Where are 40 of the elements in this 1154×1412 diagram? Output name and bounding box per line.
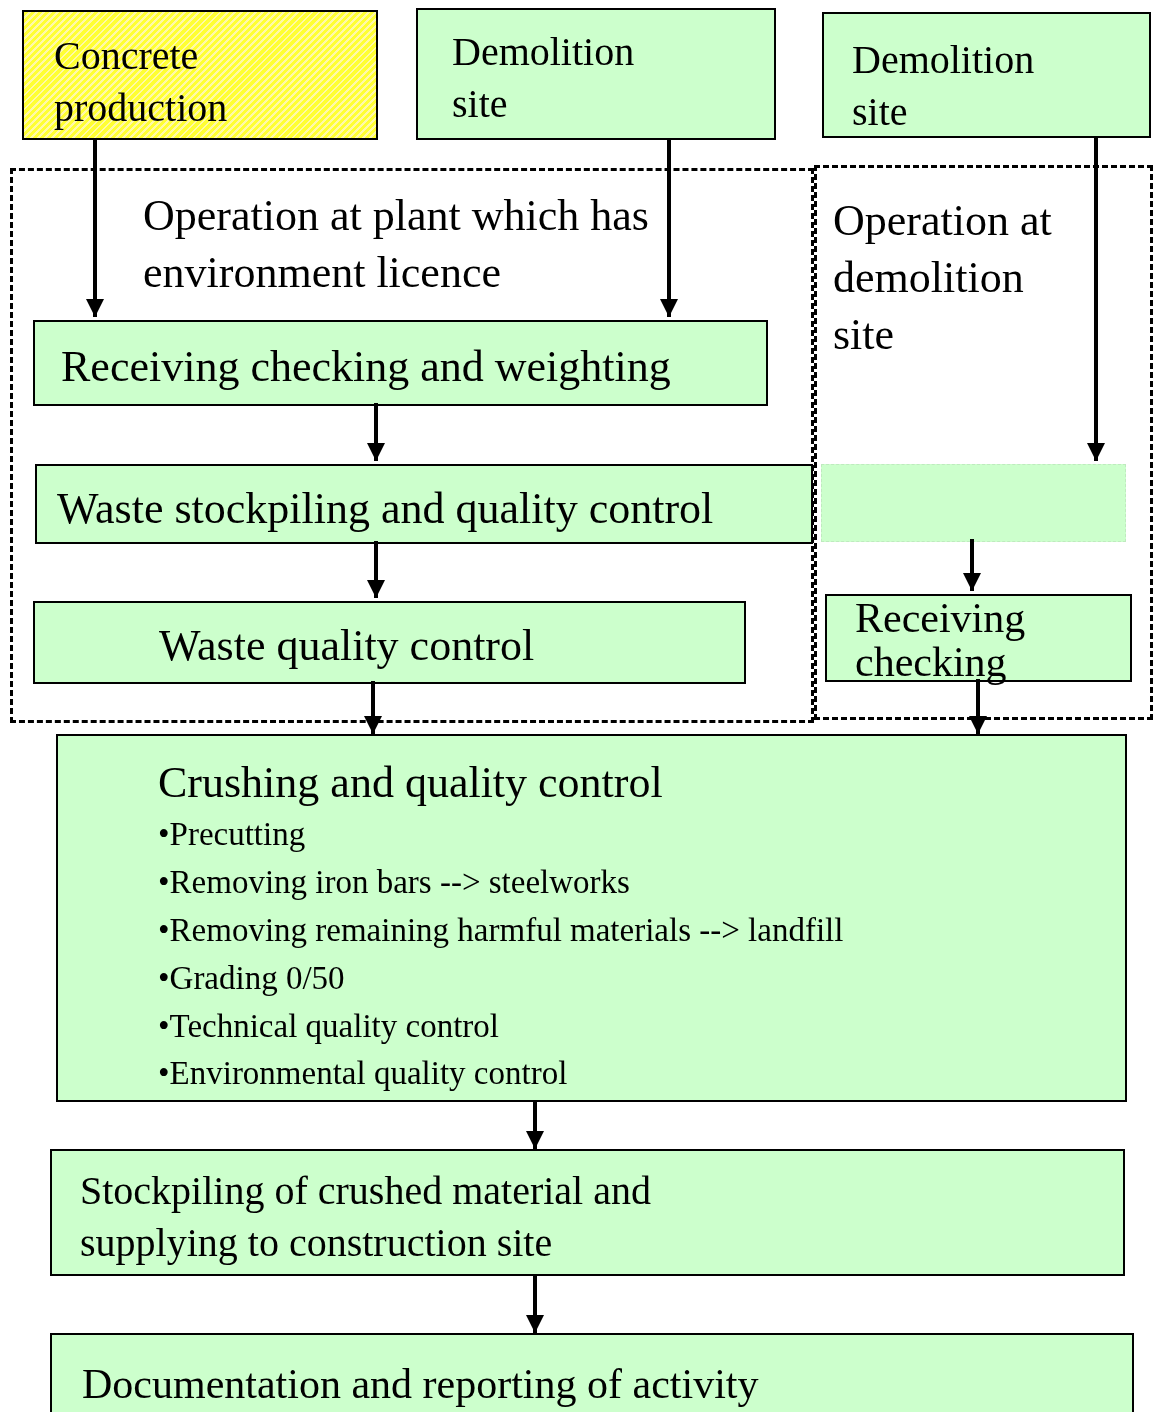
box-label: Waste quality control bbox=[159, 620, 536, 672]
arrow bbox=[364, 681, 382, 734]
process-box bbox=[33, 320, 768, 406]
box-label: Demolition site bbox=[852, 36, 1036, 136]
dashed-group-frame bbox=[10, 168, 814, 723]
arrow bbox=[969, 679, 987, 734]
box-label: Documentation and reporting of activity bbox=[82, 1360, 760, 1409]
group-title: Operation at demolition site bbox=[833, 195, 1053, 362]
box-label: Demolition site bbox=[452, 28, 636, 128]
box-label: Concrete production bbox=[54, 32, 229, 132]
arrow bbox=[526, 1276, 544, 1333]
bullet-item: •Grading 0/50 bbox=[158, 958, 346, 998]
process-box bbox=[35, 464, 813, 544]
dashed-group-frame bbox=[814, 165, 1153, 720]
bullet-item: •Precutting bbox=[158, 815, 307, 855]
process-box bbox=[22, 10, 378, 140]
box-label: Receiving checking and weighting bbox=[61, 341, 672, 393]
process-box bbox=[822, 12, 1151, 138]
empty-box bbox=[821, 464, 1126, 542]
box-label: Waste stockpiling and quality control bbox=[57, 483, 715, 535]
process-box bbox=[33, 601, 746, 684]
arrow bbox=[367, 403, 385, 461]
group-title: Operation at plant which has environment licence bbox=[143, 190, 650, 300]
box-label: Crushing and quality control bbox=[158, 757, 664, 809]
process-box bbox=[416, 8, 776, 140]
arrow bbox=[86, 140, 104, 317]
process-box bbox=[50, 1149, 1125, 1276]
process-box bbox=[50, 1333, 1134, 1412]
bullet-item: •Technical quality control bbox=[158, 1006, 500, 1046]
box-label: Receiving checking bbox=[855, 596, 1027, 685]
arrow bbox=[660, 140, 678, 317]
bullet-item: •Removing iron bars --> steelworks bbox=[158, 863, 631, 903]
bullet-item: •Environmental quality control bbox=[158, 1054, 569, 1094]
process-box bbox=[56, 734, 1127, 1102]
arrow bbox=[526, 1102, 544, 1149]
arrow bbox=[963, 539, 981, 591]
box-label: Stockpiling of crushed material and supplying to construction site bbox=[80, 1167, 652, 1267]
arrow bbox=[1087, 138, 1105, 461]
bullet-item: •Removing remaining harmful materials --> landfill bbox=[158, 910, 845, 950]
arrow bbox=[367, 541, 385, 598]
